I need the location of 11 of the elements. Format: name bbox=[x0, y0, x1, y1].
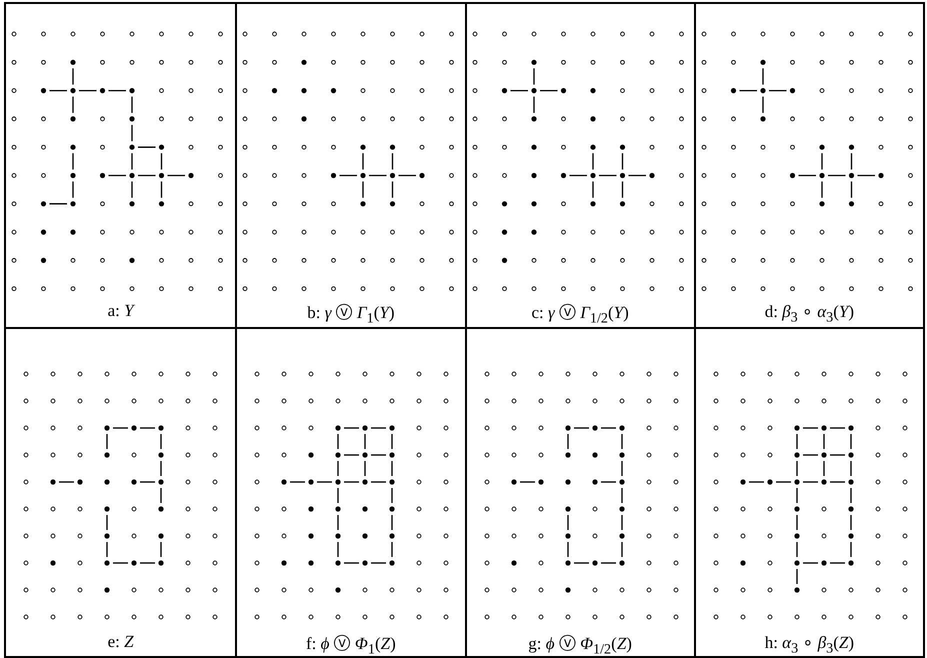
panel-caption: b: γ ⓥ Γ$_{1}$(Y) bbox=[307, 302, 394, 328]
figure-panel bbox=[694, 327, 923, 656]
panel-caption: d: β$_{3}$ ∘ α$_{3}$(Y) bbox=[764, 301, 854, 326]
figure-panel bbox=[464, 327, 694, 656]
panel-caption: c: γ ⓥ Γ$_{1/2}$(Y) bbox=[531, 302, 629, 328]
panel-caption: a: Y bbox=[108, 301, 134, 321]
figure-panel bbox=[235, 327, 464, 656]
panel-caption: g: ϕ ⓥ Φ$_{1/2}$(Z) bbox=[528, 633, 632, 658]
panel-caption: h: α$_{3}$ ∘ β$_{3}$(Z) bbox=[764, 632, 854, 658]
panel-caption: f: ϕ ⓥ Φ$_{1}$(Z) bbox=[306, 633, 396, 658]
panel-caption: e: Z bbox=[108, 632, 134, 652]
